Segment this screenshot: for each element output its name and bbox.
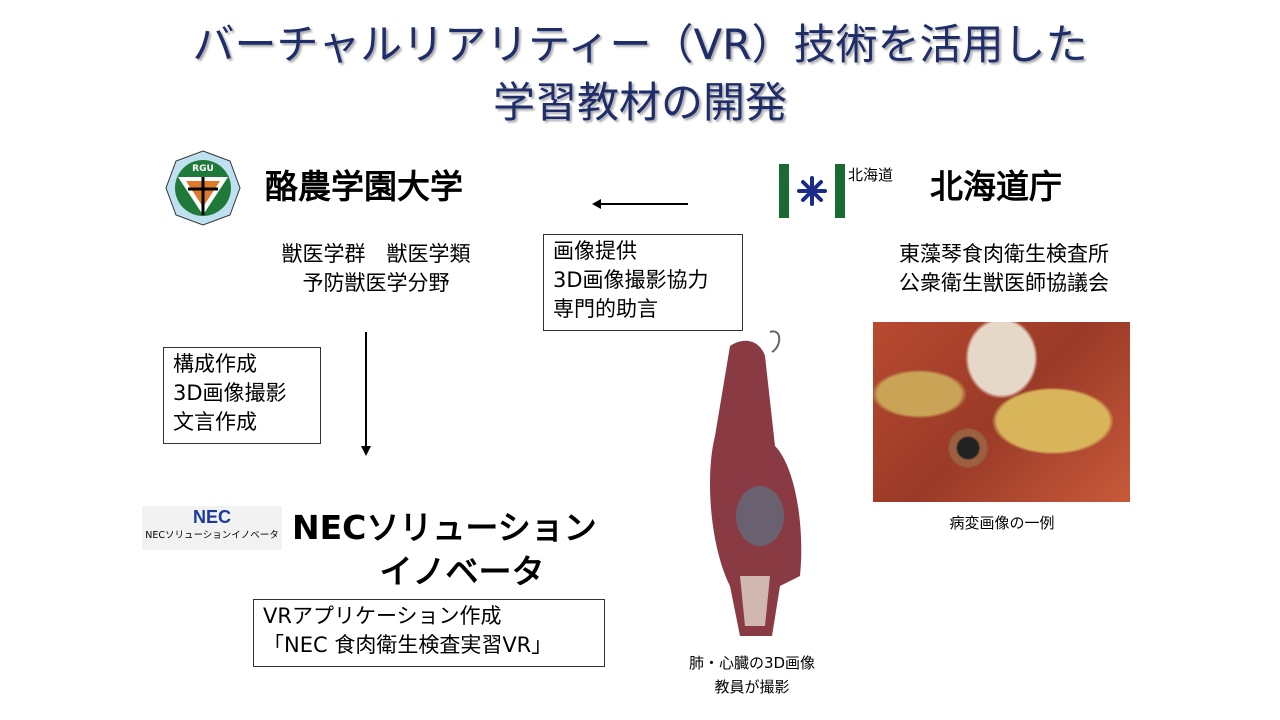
organ-caption-1: 肺・心臓の3D画像 bbox=[688, 654, 816, 672]
task-item: 文言作成 bbox=[173, 410, 257, 434]
nec-work-1: VRアプリケーション作成 bbox=[263, 604, 502, 628]
down-arrow-icon bbox=[361, 332, 371, 456]
left-arrow-icon bbox=[592, 199, 688, 209]
title-line-2: 学習教材の開発 bbox=[492, 78, 787, 127]
contribution-item: 3D画像撮影協力 bbox=[553, 268, 709, 292]
organ-caption-2: 教員が撮影 bbox=[714, 678, 790, 696]
contribution-item: 画像提供 bbox=[553, 239, 637, 263]
contribution-box: 画像提供 3D画像撮影協力 専門的助言 bbox=[543, 234, 743, 331]
organ-3d-image bbox=[710, 330, 802, 636]
nec-name-2: イノベータ bbox=[379, 552, 545, 591]
hokkaido-org-1: 東藻琴食肉衛生検査所 bbox=[899, 242, 1109, 266]
nec-logo-text: NEC bbox=[192, 507, 231, 527]
hokkaido-org-2: 公衆衛生獣医師協議会 bbox=[899, 271, 1109, 295]
rakuno-tasks-box: 構成作成 3D画像撮影 文言作成 bbox=[163, 347, 321, 444]
nec-name-1: NECソリューション bbox=[292, 508, 597, 547]
hokkaido-logo-label: 北海道 bbox=[848, 166, 894, 184]
task-item: 3D画像撮影 bbox=[173, 381, 287, 405]
rakuno-dept-2: 予防獣医学分野 bbox=[302, 271, 450, 295]
task-item: 構成作成 bbox=[173, 352, 257, 376]
nec-work-2: 「NEC 食肉衛生検査実習VR」 bbox=[263, 633, 553, 657]
rgu-logo-text: RGU bbox=[192, 164, 214, 174]
nec-work-box: VRアプリケーション作成 「NEC 食肉衛生検査実習VR」 bbox=[253, 599, 605, 667]
lesion-photo bbox=[873, 322, 1130, 502]
title-line-1: バーチャルリアリティー（VR）技術を活用した bbox=[192, 20, 1088, 69]
rakuno-name: 酪農学園大学 bbox=[265, 167, 463, 206]
rgu-logo: RGU bbox=[165, 150, 241, 226]
hokkaido-logo bbox=[779, 164, 845, 218]
nec-logo: NEC NECソリューションイノベータ bbox=[142, 506, 282, 550]
rakuno-dept-1: 獣医学群 獣医学類 bbox=[281, 242, 471, 266]
lesion-caption: 病変画像の一例 bbox=[949, 514, 1055, 532]
nec-logo-sub: NECソリューションイノベータ bbox=[145, 530, 279, 541]
contribution-item: 専門的助言 bbox=[553, 297, 658, 321]
hokkaido-name: 北海道庁 bbox=[930, 167, 1062, 206]
